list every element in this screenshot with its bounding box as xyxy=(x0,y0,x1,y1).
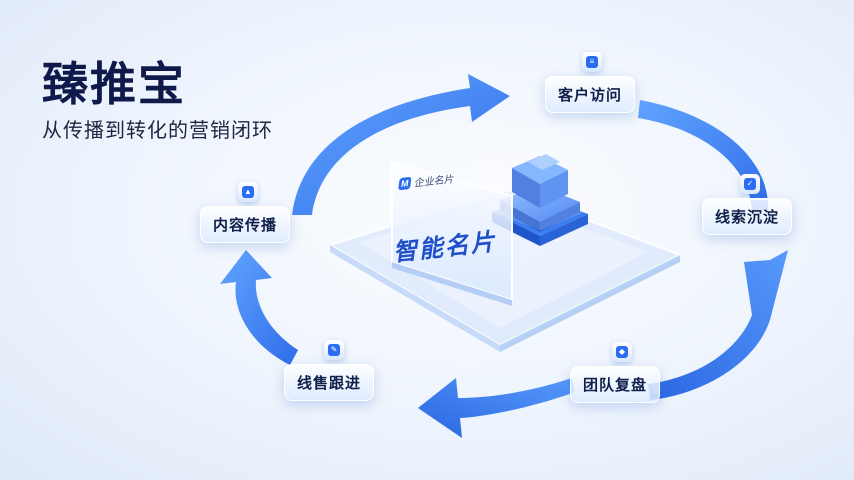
page-title: 臻推宝 xyxy=(42,58,186,110)
stage-label: 线索沉淀 xyxy=(715,209,780,226)
smart-card xyxy=(391,160,513,306)
stage-lead-capture[interactable]: 线索沉淀 xyxy=(702,198,793,235)
stage-customer-visit[interactable]: 客户访问 xyxy=(545,76,636,113)
stage-sales-followup[interactable]: 线售跟进 xyxy=(284,364,375,401)
brand-logo-icon: M xyxy=(398,176,412,190)
arrow-left xyxy=(220,250,298,365)
shield-check-icon: ✓ xyxy=(740,174,760,194)
stage-label: 内容传播 xyxy=(213,217,278,234)
arrow-bottom xyxy=(418,378,575,438)
stage-label: 线售跟进 xyxy=(297,375,362,392)
page-subtitle: 从传播到转化的营销闭环 xyxy=(42,120,273,142)
layers-icon: ◆ xyxy=(612,342,632,362)
stage-label: 客户访问 xyxy=(558,87,623,104)
stage-content-spread[interactable]: 内容传播 xyxy=(200,206,291,243)
arrow-top xyxy=(292,74,510,215)
stage-label: 团队复盘 xyxy=(583,377,648,394)
document-icon: ≡ xyxy=(582,52,602,72)
edit-check-icon: ✎ xyxy=(324,340,344,360)
cube-icon xyxy=(512,154,568,208)
arrow-right xyxy=(648,250,788,400)
stage-team-review[interactable]: 团队复盘 xyxy=(570,366,661,403)
location-pin-icon: ▲ xyxy=(238,182,258,202)
